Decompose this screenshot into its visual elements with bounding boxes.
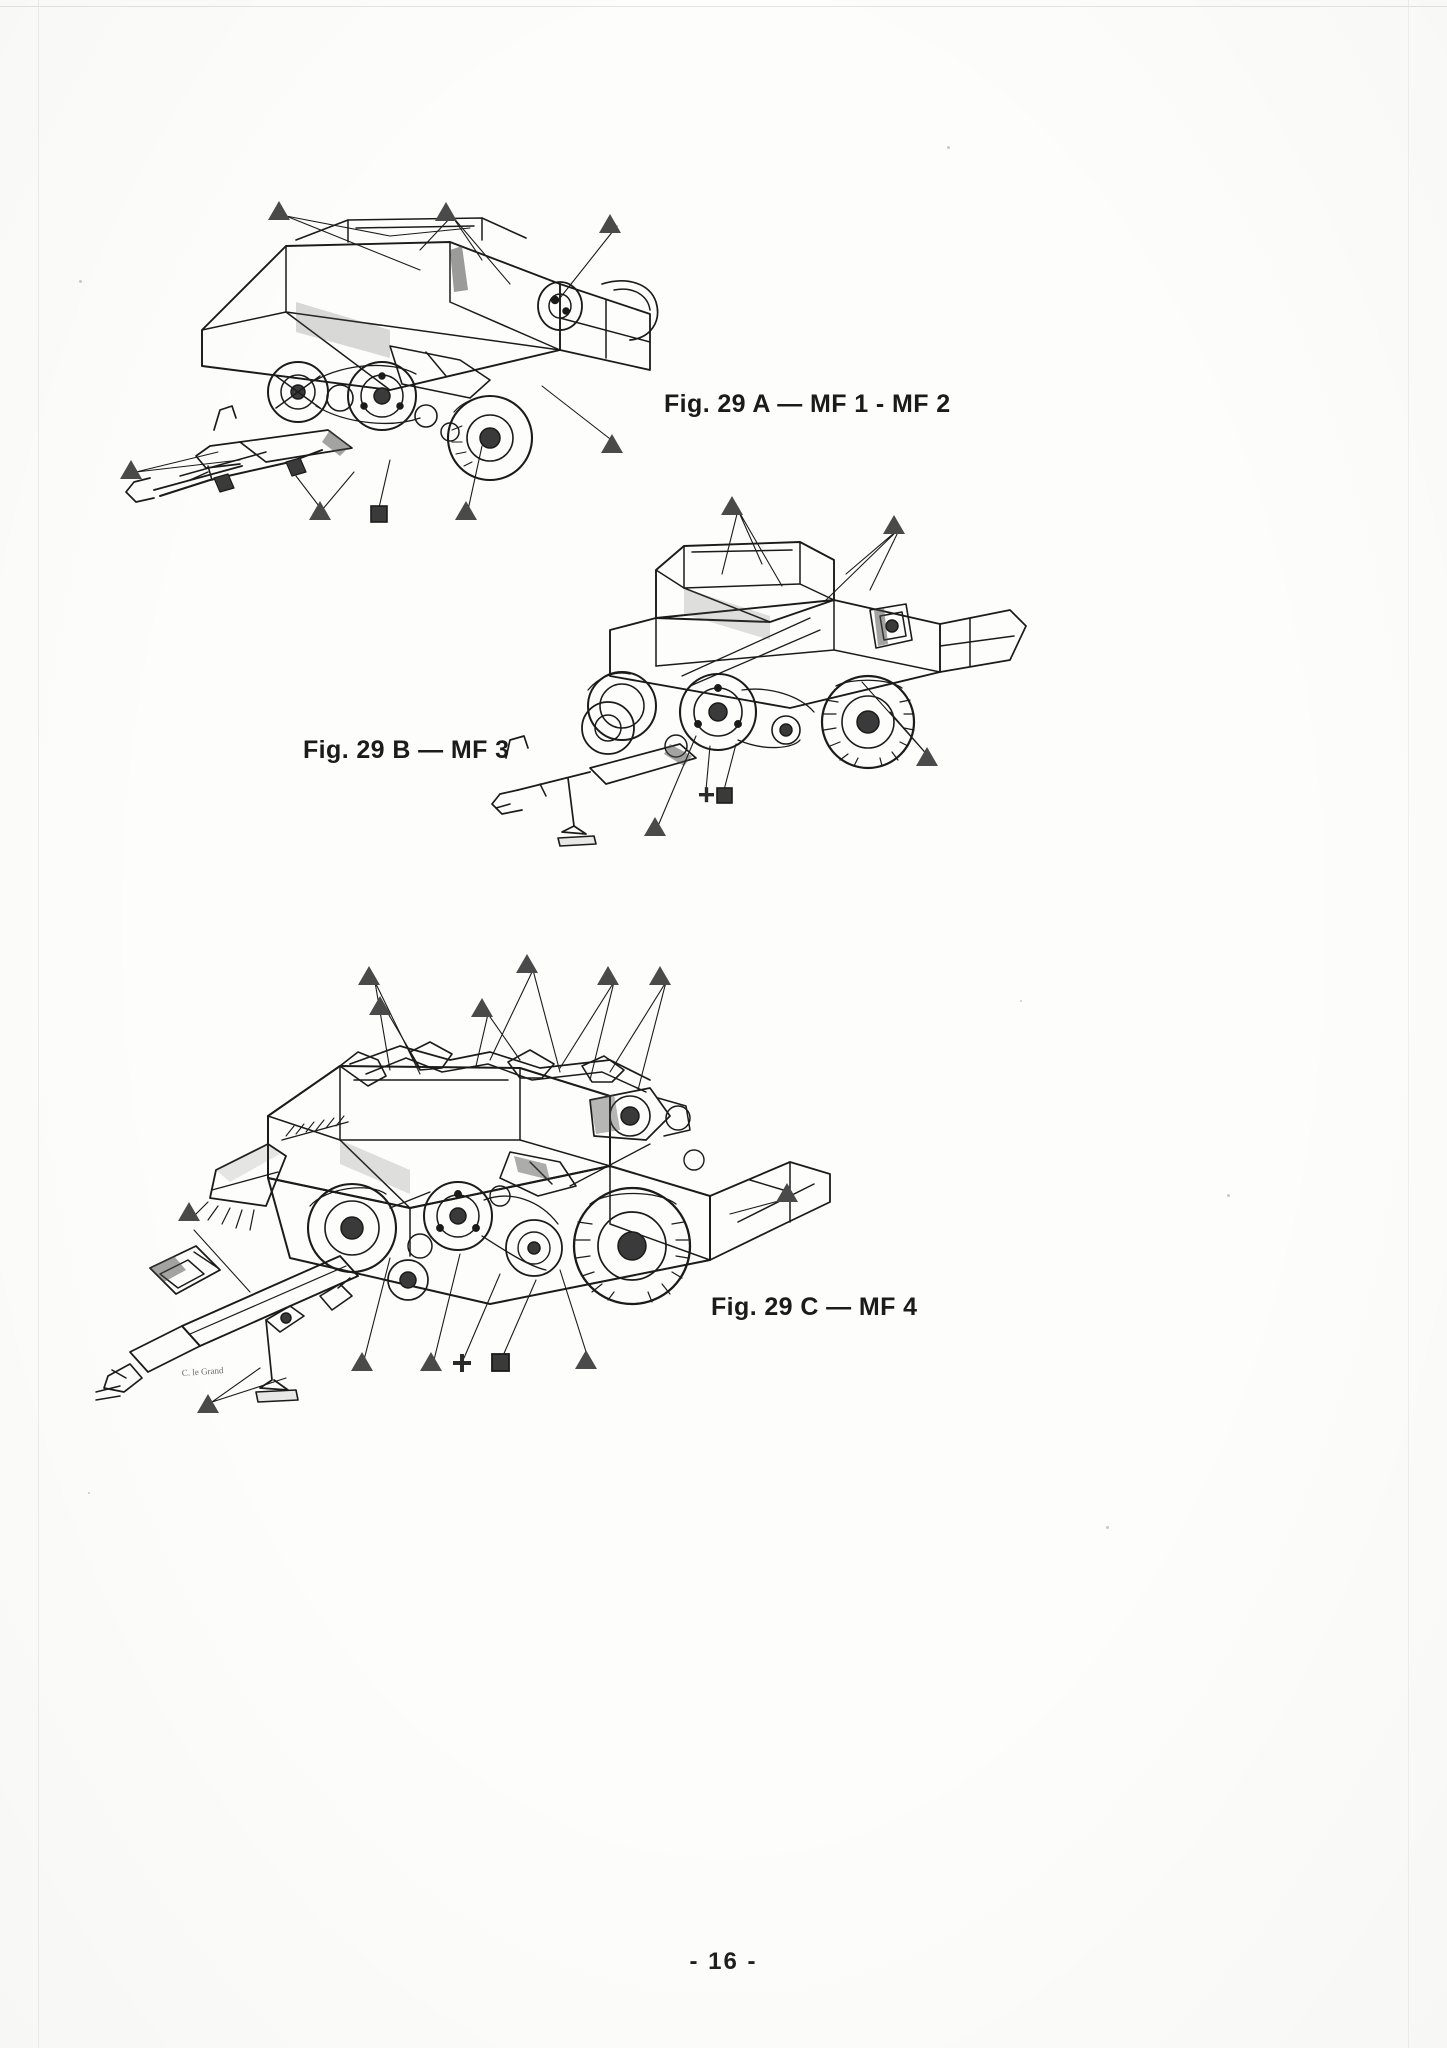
lubrication-point-triangle: [916, 747, 938, 766]
lubrication-point-triangle: [455, 501, 477, 520]
page-edge-line-top: [0, 6, 1447, 7]
figure-29-c: C. le Grand: [90, 940, 850, 1450]
page-edge-line-right: [1408, 0, 1409, 2048]
lubrication-point-triangle: [597, 966, 619, 985]
scan-speck: [1106, 1526, 1109, 1529]
lubrication-point-triangle: [516, 954, 538, 973]
marker-group-fig-a: [120, 201, 623, 523]
lubrication-point-triangle: [575, 1350, 597, 1369]
oil-point-square: [491, 1353, 510, 1372]
lubrication-point-triangle: [471, 998, 493, 1017]
figure-29-b: [470, 490, 1030, 860]
lubrication-point-triangle: [120, 460, 142, 479]
oil-point-square: [716, 787, 733, 804]
lubrication-point-triangle: [351, 1352, 373, 1371]
figure-29-c-caption: Fig. 29 C — MF 4: [711, 1293, 918, 1321]
lubrication-point-triangle: [309, 501, 331, 520]
lubrication-point-triangle: [649, 966, 671, 985]
lubrication-point-triangle: [369, 996, 391, 1015]
scan-speck: [88, 1492, 90, 1494]
page-edge-line-left: [38, 0, 39, 2048]
figure-29-b-caption: Fig. 29 B — MF 3: [303, 736, 510, 764]
lubrication-point-triangle: [721, 496, 743, 515]
marker-group-fig-c: [178, 954, 798, 1413]
figure-29-a-illustration: [120, 201, 659, 523]
lubrication-point-triangle: [644, 817, 666, 836]
lubrication-point-triangle: [178, 1202, 200, 1221]
scan-speck: [1020, 1000, 1022, 1002]
grease-point-plus: [453, 1354, 471, 1372]
scan-speck: [1227, 1194, 1230, 1197]
page-number: - 16 -: [689, 1948, 758, 1975]
lubrication-point-triangle: [268, 201, 290, 220]
lubrication-point-triangle: [358, 966, 380, 985]
lubrication-point-triangle: [599, 214, 621, 233]
figure-29-a-caption: Fig. 29 A — MF 1 - MF 2: [664, 390, 951, 418]
lubrication-point-triangle: [776, 1183, 798, 1202]
lubrication-point-triangle: [435, 202, 457, 221]
lubrication-point-triangle: [883, 515, 905, 534]
figure-29-b-illustration: [491, 496, 1027, 847]
lubrication-point-triangle: [420, 1352, 442, 1371]
lubrication-point-triangle: [197, 1394, 219, 1413]
figure-29-c-illustration: C. le Grand: [95, 954, 831, 1413]
scan-speck: [79, 280, 82, 283]
oil-point-square: [370, 505, 388, 523]
artist-signature-mark: C. le Grand: [181, 1365, 224, 1378]
marker-group-fig-b: [644, 496, 938, 836]
scan-speck: [947, 146, 950, 149]
grease-point-plus: [699, 787, 714, 803]
lubrication-point-triangle: [601, 434, 623, 453]
figure-29-a: [90, 180, 710, 550]
